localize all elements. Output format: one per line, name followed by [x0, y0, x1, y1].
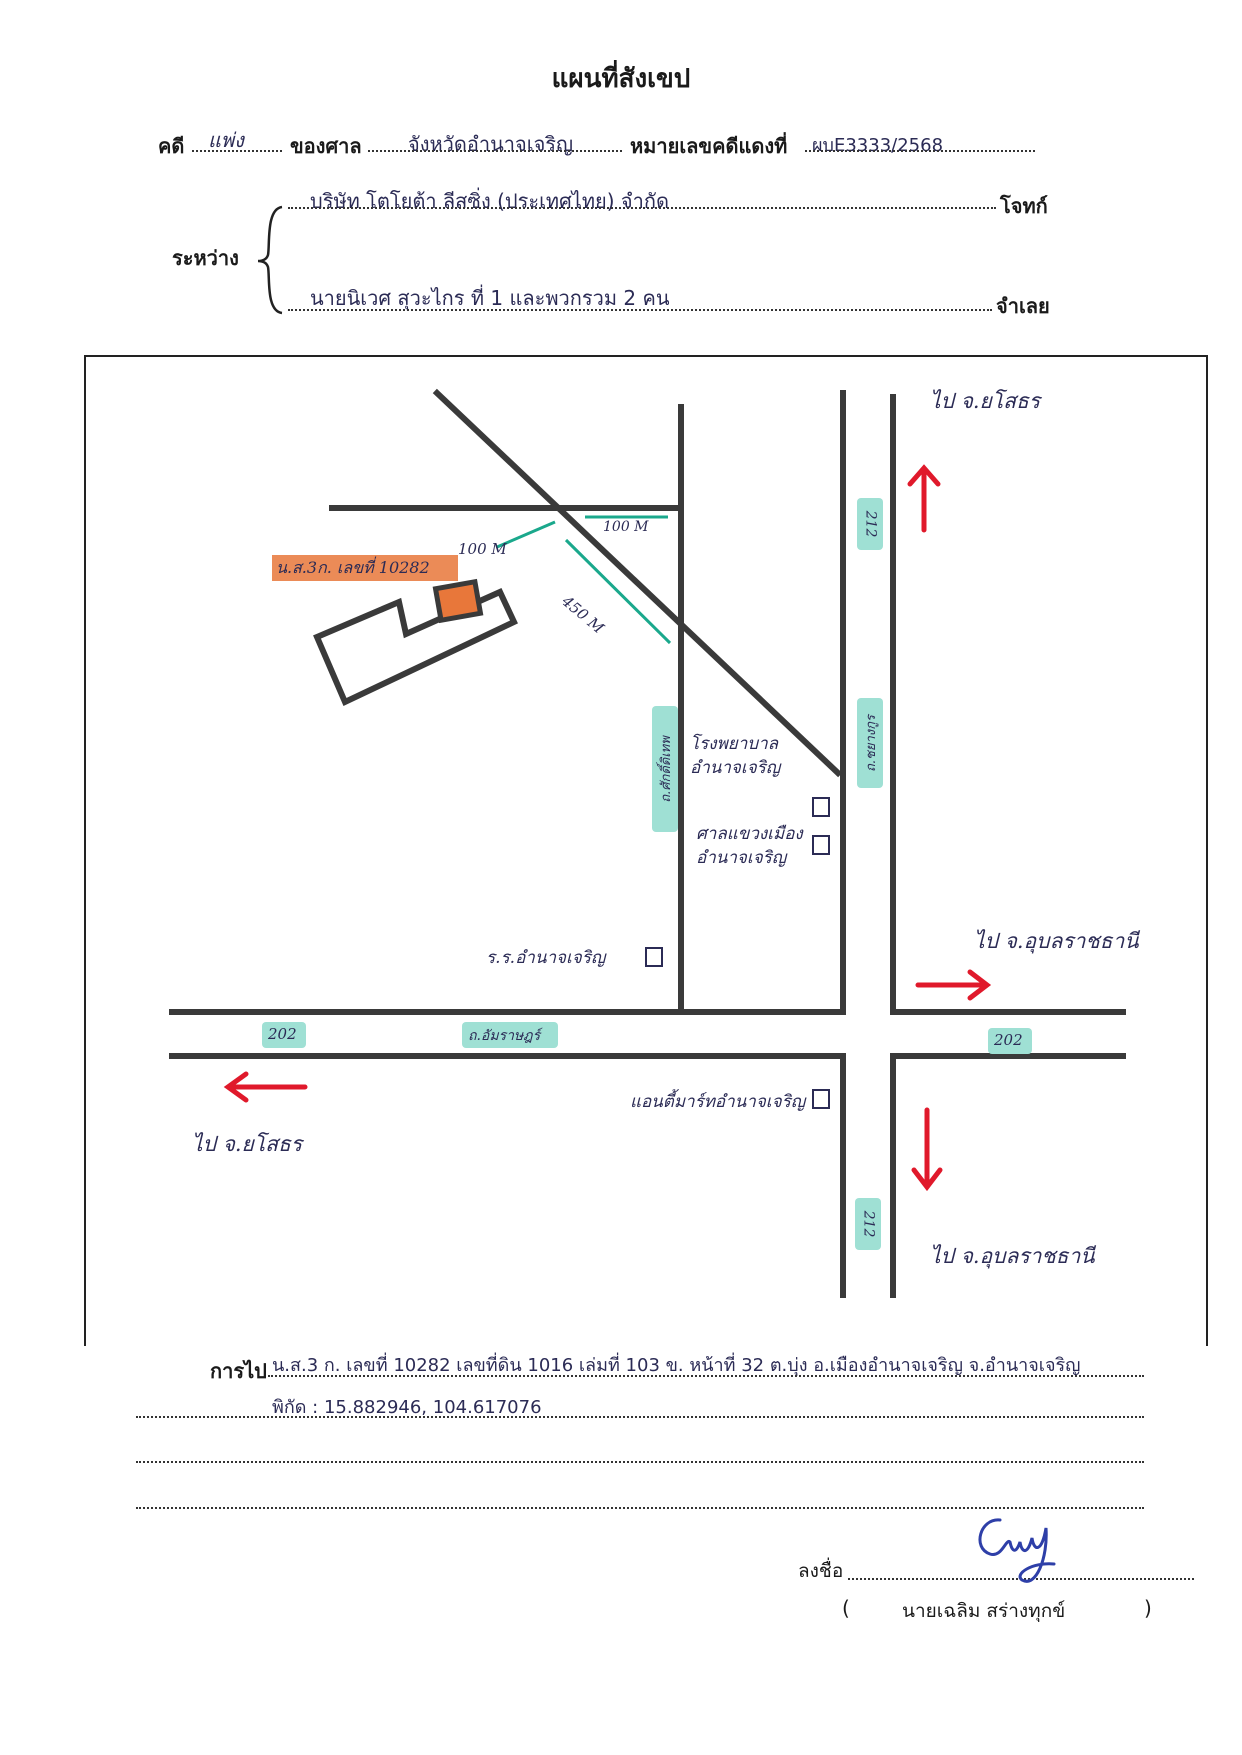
badge-212-top-bg: [857, 498, 883, 550]
dist-top-label: 100 M: [603, 519, 649, 535]
arrow-down-icon: [911, 1107, 943, 1192]
badge-212-bottom: 212: [855, 1198, 881, 1250]
defendant-value: นายนิเวศ สุวะไกร ที่ 1 และพวกรวม 2 คน: [310, 286, 670, 310]
roads: [169, 388, 1126, 1298]
badge-road-middle-bg: [652, 706, 678, 832]
dist-parcel-label: 100 M: [458, 540, 507, 558]
landmark-hospital: โรงพยาบาลอำนาจเจริญ: [690, 734, 781, 778]
landmark-icons: [645, 797, 830, 1109]
badge-road-right-bg: [857, 698, 883, 788]
map-frame: [84, 355, 1208, 1346]
plaintiff-value: บริษัท โตโยต้า ลีสซิ่ง (ประเทศไทย) จำกัด: [310, 189, 669, 213]
signature-stroke: [978, 1518, 1056, 1583]
road-middle-label: ถ.ศักดิ์ดิเทพ: [658, 735, 674, 803]
defendant-label: จำเลย: [996, 294, 1050, 318]
route-line-1: น.ส.3 ก. เลขที่ 10282 เลขที่ดิน 1016 เล่…: [272, 1355, 1081, 1376]
case-no-dots: [805, 150, 1035, 152]
route-line-2: พิกัด : 15.882946, 104.617076: [272, 1397, 542, 1418]
badge-202-left-bg: [262, 1022, 306, 1048]
parcel-target: [432, 578, 484, 624]
market-icon: [812, 1089, 830, 1109]
badge-212-bottom-bg: [855, 1198, 881, 1250]
road-diagonal: [432, 388, 843, 778]
court-value: จังหวัดอำนาจเจริญ: [408, 132, 574, 156]
badge-road-h-bg: [462, 1022, 558, 1048]
defendant-dots: [288, 309, 992, 311]
road-middle-badge: ถ.ศักดิ์ดิเทพ: [652, 706, 678, 832]
parcel-shapes: [313, 578, 518, 707]
route-dots-1: [268, 1375, 1144, 1377]
measure-lines: [496, 515, 672, 645]
road-right-label: ถ.ชยางกูร: [863, 714, 879, 772]
dest-yasothon-top: ไป จ.ยโสธร: [930, 389, 1041, 413]
route-dots-3: [136, 1461, 1144, 1463]
badge-202-left: 202: [268, 1025, 297, 1043]
court-icon: [812, 835, 830, 855]
court-dots: [368, 150, 622, 152]
arrow-right-icon: [915, 969, 992, 1001]
badge-212-top-text: 212: [862, 510, 879, 538]
landmark-court: ศาลแขวงเมืองอำนาจเจริญ: [696, 824, 803, 868]
landmark-market: แอนตี้มาร์ทอำนาจเจริญ: [630, 1092, 806, 1112]
landmark-school: ร.ร.อำนาจเจริญ: [486, 948, 606, 968]
signer-name: นายเฉลิม สร่างทุกข์: [902, 1600, 1066, 1622]
badge-212-bottom-text: 212: [860, 1210, 877, 1238]
arrow-left-icon: [223, 1071, 308, 1103]
parcel-label-highlight: [272, 555, 458, 581]
route-badges: [262, 498, 1032, 1250]
badge-212-top: 212: [857, 498, 883, 550]
direction-arrows: [223, 464, 992, 1192]
road-h-label: ถ.อัมราษฎร์: [468, 1028, 541, 1044]
case-no-label: หมายเลขคดีแดงที่: [630, 134, 788, 158]
dest-ubon-bottom: ไป จ.อุบลราชธานี: [930, 1244, 1095, 1268]
plaintiff-label: โจทก์: [1000, 194, 1048, 218]
page-title: แผนที่สังเขป: [551, 64, 691, 94]
parcel-label: น.ส.3ก. เลขที่ 10282: [276, 558, 430, 577]
road-right-badge: ถ.ชยางกูร: [857, 698, 883, 788]
signature: [978, 1518, 1056, 1583]
court-label: ของศาล: [290, 134, 362, 158]
frame-tick-left: [84, 1328, 86, 1346]
sketch-map: [169, 388, 1126, 1298]
badge-202-right-bg: [988, 1028, 1032, 1054]
brace-icon: [257, 205, 283, 315]
arrow-up-icon: [907, 464, 941, 533]
route-dots-4: [136, 1507, 1144, 1509]
school-icon: [645, 947, 663, 967]
dest-yasothon-left: ไป จ.ยโสธร: [192, 1132, 303, 1156]
case-label: คดี: [158, 134, 185, 158]
dest-ubon-right: ไป จ.อุบลราชธานี: [974, 929, 1139, 953]
signer-close: ): [1144, 1596, 1152, 1620]
parcel-outline: [313, 588, 518, 707]
case-value: แพ่ง: [208, 128, 244, 152]
badge-202-right: 202: [994, 1031, 1023, 1049]
route-label: การไป: [210, 1359, 267, 1383]
signer-open: (: [842, 1596, 850, 1620]
hospital-icon: [812, 797, 830, 817]
route-dots-2: [136, 1416, 1144, 1418]
plaintiff-dots: [288, 207, 996, 209]
case-dots: [192, 150, 282, 152]
measure-line-parcel: [496, 520, 556, 549]
frame-tick-right: [1206, 1328, 1208, 1346]
measure-line-diag: [564, 538, 672, 645]
between-label: ระหว่าง: [172, 246, 239, 270]
sign-label: ลงชื่อ: [798, 1560, 844, 1582]
